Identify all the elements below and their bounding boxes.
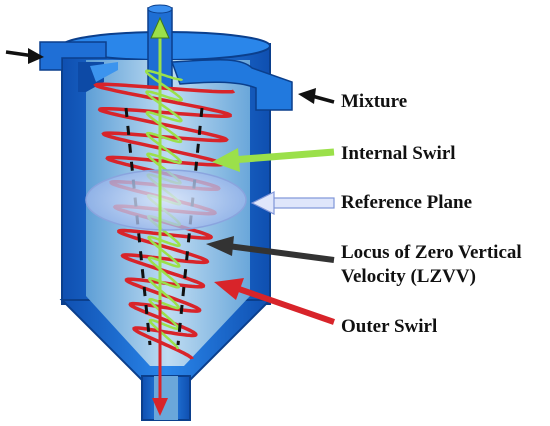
label-lzvv-line2: Velocity (LZVV) bbox=[341, 266, 476, 287]
locus-dash-line-2 bbox=[176, 107, 204, 346]
inlet-arrow-right bbox=[298, 88, 335, 104]
label-lzvv-line1: Locus of Zero Vertical bbox=[341, 242, 522, 263]
lzvv-callout-arrow bbox=[206, 236, 335, 263]
locus-zero-vertical-velocity bbox=[124, 107, 204, 346]
label-internal-swirl: Internal Swirl bbox=[341, 143, 456, 164]
label-mixture: Mixture bbox=[341, 91, 408, 112]
reference-plane-ellipse bbox=[85, 169, 247, 231]
outer-swirl-callout-arrow bbox=[214, 278, 335, 325]
locus-dash-line-1 bbox=[124, 107, 152, 346]
label-outer-swirl: Outer Swirl bbox=[341, 316, 438, 337]
reference-plane-callout-arrow bbox=[250, 191, 335, 215]
outer-swirl-down-arrow bbox=[152, 300, 168, 416]
label-reference-plane: Reference Plane bbox=[341, 192, 473, 213]
internal-swirl-callout-arrow bbox=[212, 148, 335, 172]
internal-swirl-up-arrow bbox=[150, 16, 170, 330]
inlet-arrow-left bbox=[5, 48, 44, 64]
